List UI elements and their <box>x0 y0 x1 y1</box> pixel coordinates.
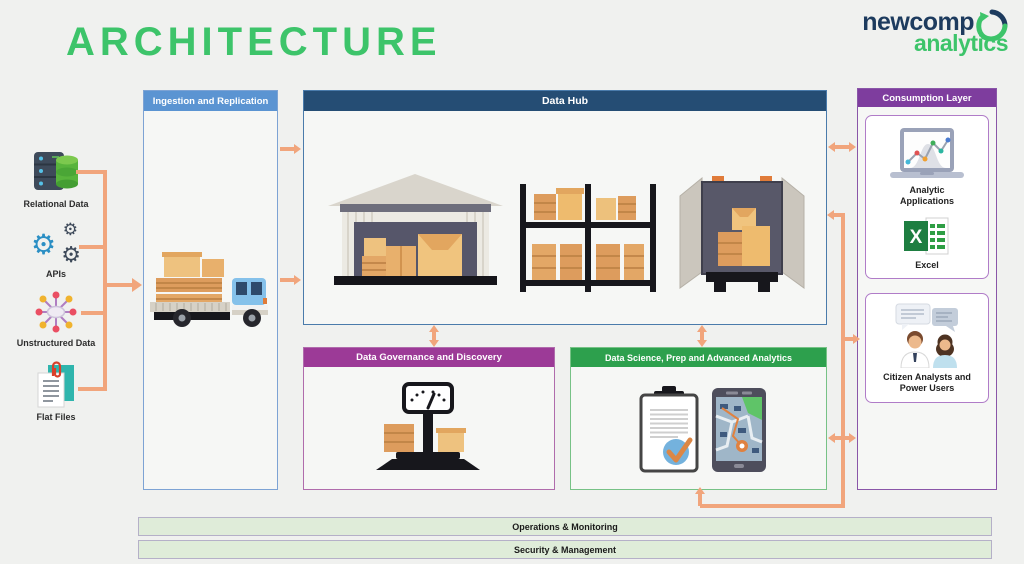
source-apis: ⚙ ⚙ ⚙ APIs <box>10 220 102 279</box>
connector-flat-files <box>78 387 107 391</box>
svg-text:X: X <box>910 227 923 248</box>
consumption-box: Consumption Layer Analytic Applications <box>857 88 997 490</box>
gears-icon: ⚙ ⚙ ⚙ <box>31 220 81 267</box>
logo-swirl-icon <box>976 9 1008 42</box>
gear-large-icon: ⚙ <box>31 229 57 260</box>
map-tablet-icon <box>712 388 766 472</box>
source-label: Unstructured Data <box>16 338 96 348</box>
arrowhead-into-ingestion <box>132 278 142 292</box>
connector-trunk-users <box>845 337 853 341</box>
citizen-analysts-label: Citizen Analysts and Power Users <box>883 372 971 394</box>
connector-right-trunk <box>841 213 845 508</box>
connector-unstructured <box>81 311 107 315</box>
security-management-label: Security & Management <box>513 544 617 555</box>
users-chat-icon <box>895 303 958 368</box>
gear-small-icon: ⚙ <box>62 220 78 239</box>
arrowhead-into-datascience-bottom <box>695 487 705 494</box>
arrowhead-into-hub-top <box>828 142 835 152</box>
arrowhead-hub-mid <box>294 275 301 285</box>
arrowhead-down-governance <box>429 340 439 347</box>
arrowhead-into-datascience-side <box>828 433 835 443</box>
operations-monitoring-bar: Operations & Monitoring <box>138 517 992 536</box>
source-relational-data: Relational Data <box>10 150 102 209</box>
source-label: Flat Files <box>36 412 76 422</box>
source-flat-files: Flat Files <box>10 361 102 422</box>
operations-monitoring-label: Operations & Monitoring <box>512 521 618 532</box>
connector-datascience-consumption <box>835 436 850 440</box>
excel-icon: X <box>904 217 949 254</box>
connector-relational <box>76 170 107 174</box>
consumption-users-subbox: Citizen Analysts and Power Users <box>865 293 989 403</box>
excel-label: Excel <box>915 259 939 270</box>
connector-ingestion-hub-mid <box>280 278 295 282</box>
documents-paperclip-icon <box>37 361 74 408</box>
connector-trunk-hub <box>834 213 843 217</box>
clipboard-check-icon <box>639 386 699 473</box>
connector-ingestion-hub-top <box>280 147 295 151</box>
consumption-header: Consumption Layer <box>858 89 996 107</box>
analytic-applications-label: Analytic Applications <box>899 185 954 207</box>
arrowhead-into-apps <box>849 142 856 152</box>
governance-header: Data Governance and Discovery <box>304 348 554 367</box>
connector-hub-datascience <box>700 331 704 341</box>
security-management-bar: Security & Management <box>138 540 992 559</box>
network-nodes-icon <box>35 291 77 333</box>
connector-trunk-bottom <box>700 504 845 508</box>
arrowhead-into-hub-mid <box>827 210 834 220</box>
arrowhead-into-consumption <box>849 433 856 443</box>
arrowhead-into-users <box>853 334 860 344</box>
open-truck-icon <box>679 176 805 292</box>
laptop-chart-icon <box>890 128 964 178</box>
page-title: ARCHITECTURE <box>66 20 442 64</box>
data-science-header: Data Science, Prep and Advanced Analytic… <box>571 348 826 367</box>
logo-line2: analytics <box>914 30 1008 56</box>
arrowhead-down-datascience <box>697 340 707 347</box>
consumption-apps-subbox: Analytic Applications X Excel <box>865 115 989 279</box>
data-hub-header: Data Hub <box>304 91 826 111</box>
weighing-scale-icon <box>376 382 480 470</box>
connector-sources-trunk <box>103 170 107 391</box>
source-unstructured-data: Unstructured Data <box>10 289 102 348</box>
connector-apis <box>79 245 107 249</box>
ingestion-header: Ingestion and Replication <box>144 91 277 111</box>
company-logo: newcomp analytics <box>850 8 1010 57</box>
connector-bottom-up <box>698 494 702 506</box>
connector-sources-to-ingestion <box>105 283 132 287</box>
arrowhead-up-datascience <box>697 325 707 332</box>
warehouse-icon <box>328 174 503 285</box>
database-server-icon <box>34 152 78 190</box>
source-label: APIs <box>45 269 66 279</box>
delivery-truck-icon <box>150 252 268 327</box>
arrowhead-up-governance <box>429 325 439 332</box>
source-label: Relational Data <box>23 199 89 209</box>
logo-line1: newcomp <box>862 8 974 36</box>
arrowhead-hub-top <box>294 144 301 154</box>
connector-hub-governance <box>432 331 436 341</box>
gear-medium-icon: ⚙ <box>61 242 81 267</box>
connector-hub-apps <box>835 145 850 149</box>
storage-shelves-icon <box>520 184 656 292</box>
